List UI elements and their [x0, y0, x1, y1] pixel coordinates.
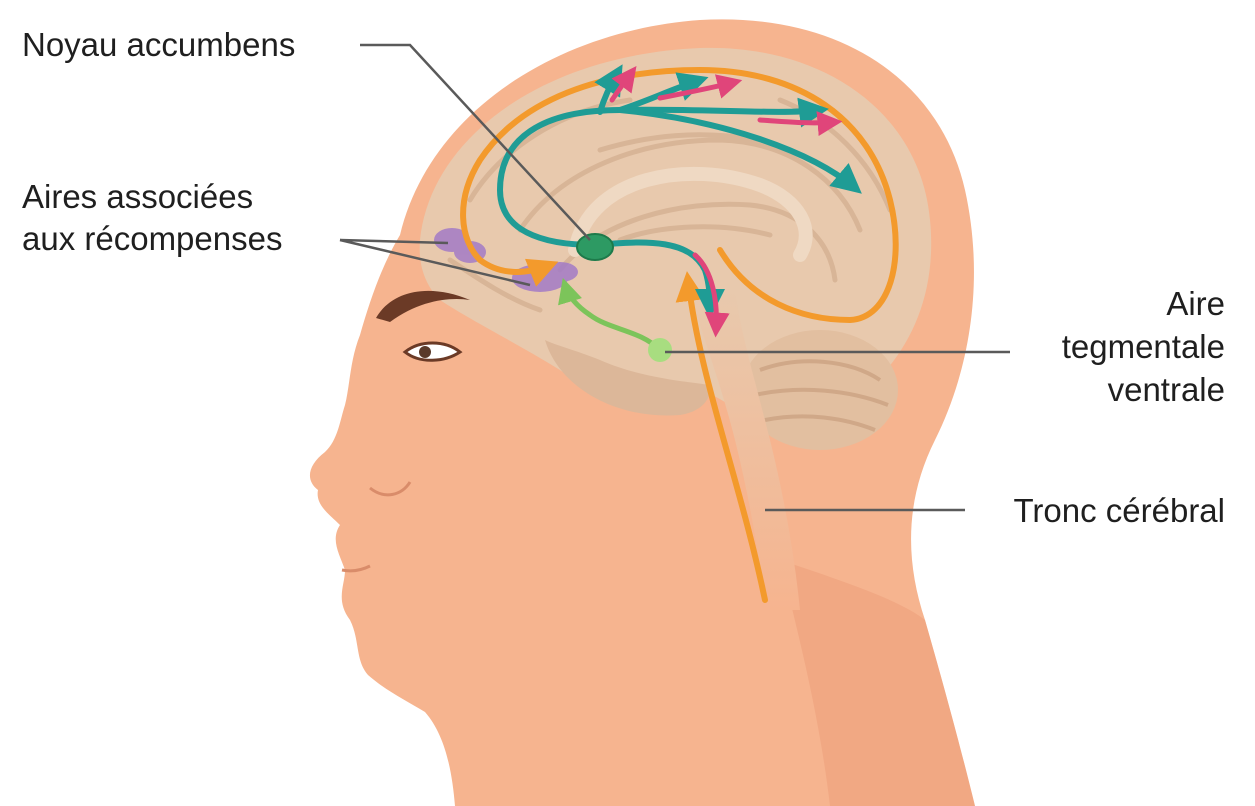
label-vta-line2: tegmentale: [1062, 328, 1225, 366]
label-reward-areas-line1: Aires associées: [22, 178, 253, 216]
label-vta-line1: Aire: [1166, 285, 1225, 323]
vta-marker: [648, 338, 672, 362]
label-reward-areas-line2: aux récompenses: [22, 220, 282, 258]
eye: [405, 343, 460, 360]
nucleus-accumbens-marker: [577, 234, 613, 260]
label-brainstem: Tronc cérébral: [1013, 492, 1225, 530]
label-vta-line3: ventrale: [1108, 371, 1225, 409]
label-nucleus-accumbens: Noyau accumbens: [22, 26, 295, 64]
